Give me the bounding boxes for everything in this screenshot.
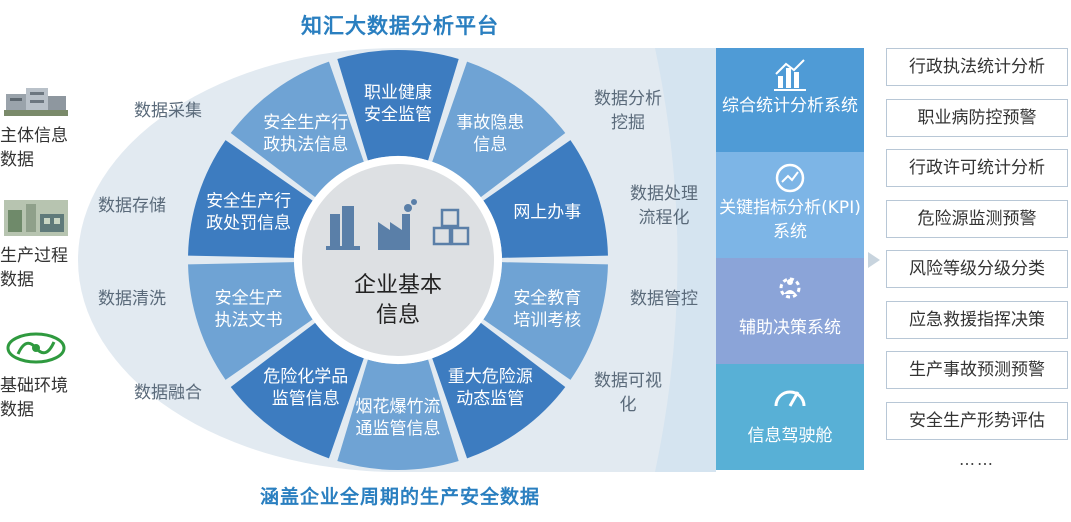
process-label: 数据存储 bbox=[98, 196, 166, 216]
segment-5[interactable] bbox=[337, 359, 459, 470]
building-photo-icon bbox=[4, 88, 68, 116]
boxes-icon bbox=[432, 208, 470, 246]
system-label: 信息驾驶舱 bbox=[747, 426, 833, 446]
kpi-gauge-icon bbox=[775, 163, 805, 193]
system-label: 关键指标分析(KPI)系统 bbox=[719, 198, 861, 242]
analysis-item[interactable]: 行政执法统计分析 bbox=[886, 48, 1068, 86]
segment-label: 执法文书 bbox=[215, 311, 283, 331]
segment-label: 重大危险源 bbox=[448, 367, 533, 387]
speedometer-icon bbox=[774, 390, 806, 407]
source-item: 生产过程数据 bbox=[0, 200, 80, 292]
segment-label: 政执法信息 bbox=[263, 135, 348, 155]
segment-label: 政处罚信息 bbox=[206, 213, 291, 233]
system-block[interactable]: 关键指标分析(KPI)系统 bbox=[716, 152, 864, 258]
segment-label: 监管信息 bbox=[272, 389, 340, 409]
segment-6[interactable] bbox=[230, 322, 364, 459]
system-block[interactable]: 综合统计分析系统 bbox=[716, 48, 864, 152]
more-indicator: …… bbox=[959, 450, 995, 469]
segment-label: 烟花爆竹流 bbox=[356, 397, 441, 417]
segment-0[interactable] bbox=[337, 50, 459, 161]
system-block[interactable]: 信息驾驶舱 bbox=[716, 364, 864, 470]
process-label: 挖掘 bbox=[611, 113, 645, 133]
analysis-item[interactable]: 风险等级分级分类 bbox=[886, 250, 1068, 288]
process-label: 数据管控 bbox=[630, 289, 698, 309]
segment-label: 事故隐患 bbox=[456, 113, 524, 133]
factory-icon bbox=[378, 199, 417, 250]
source-label: 生产过程数据 bbox=[0, 246, 68, 290]
source-item: 基础环境数据 bbox=[0, 330, 80, 422]
process-label: 数据可视 bbox=[594, 371, 662, 391]
segment-label: 安全教育 bbox=[513, 289, 581, 309]
segment-label: 职业健康 bbox=[364, 83, 432, 103]
segment-label: 危险化学品 bbox=[263, 367, 348, 387]
segment-4[interactable] bbox=[432, 322, 566, 459]
page-title: 知汇大数据分析平台 bbox=[301, 14, 499, 38]
source-label: 基础环境数据 bbox=[0, 376, 68, 420]
analysis-item[interactable]: 行政许可统计分析 bbox=[886, 149, 1068, 187]
segment-1[interactable] bbox=[432, 61, 566, 198]
segment-2[interactable] bbox=[483, 140, 608, 258]
segment-label: 安全生产行 bbox=[263, 113, 348, 133]
process-label: 数据清洗 bbox=[98, 289, 166, 309]
analysis-item[interactable]: 危险源监测预警 bbox=[886, 199, 1068, 238]
segment-label: 网上办事 bbox=[513, 202, 581, 222]
system-label: 综合统计分析系统 bbox=[722, 96, 858, 116]
decision-gear-icon bbox=[779, 277, 801, 299]
page-subtitle: 涵盖企业全周期的生产安全数据 bbox=[259, 486, 540, 508]
source-item: 主体信息数据 bbox=[0, 80, 80, 172]
analysis-item[interactable]: 生产事故预测预警 bbox=[886, 351, 1068, 389]
factory-photo-icon bbox=[4, 200, 68, 236]
process-label: 化 bbox=[620, 395, 637, 415]
segment-label: 信息 bbox=[473, 135, 507, 155]
systems-panel: 综合统计分析系统 关键指标分析(KPI)系统 辅助决策系统 信息驾驶舱 bbox=[716, 48, 864, 470]
analysis-item[interactable]: 安全生产形势评估 bbox=[886, 401, 1068, 440]
segment-label: 安全监管 bbox=[364, 105, 432, 125]
process-label: 数据分析 bbox=[594, 89, 662, 109]
segment-label: 动态监管 bbox=[456, 389, 524, 409]
segment-label: 安全生产 bbox=[215, 289, 283, 309]
segment-7[interactable] bbox=[188, 262, 313, 380]
system-label: 辅助决策系统 bbox=[739, 318, 841, 338]
center-label: 企业基本 bbox=[354, 273, 442, 298]
environment-logo-icon bbox=[6, 332, 66, 364]
segment-9[interactable] bbox=[230, 61, 364, 198]
segment-label: 安全生产行 bbox=[206, 191, 291, 211]
bar-chart-icon bbox=[774, 59, 806, 91]
segment-3[interactable] bbox=[483, 262, 608, 380]
process-label: 流程化 bbox=[639, 208, 690, 228]
process-label: 数据处理 bbox=[630, 184, 698, 204]
system-block[interactable]: 辅助决策系统 bbox=[716, 258, 864, 364]
analysis-item[interactable]: 应急救援指挥决策 bbox=[886, 300, 1068, 339]
building-icon bbox=[326, 206, 360, 250]
segment-label: 通监管信息 bbox=[356, 419, 441, 439]
process-label: 数据采集 bbox=[134, 101, 202, 121]
center-label: 信息 bbox=[376, 303, 420, 328]
segment-8[interactable] bbox=[188, 140, 313, 258]
source-label: 主体信息数据 bbox=[0, 126, 68, 170]
arrow-right-icon bbox=[868, 252, 880, 268]
analysis-list: 行政执法统计分析 职业病防控预警 行政许可统计分析 危险源监测预警 风险等级分级… bbox=[886, 48, 1068, 468]
segment-label: 培训考核 bbox=[513, 311, 581, 331]
analysis-item[interactable]: 职业病防控预警 bbox=[886, 98, 1068, 137]
connector-band bbox=[655, 48, 716, 472]
process-label: 数据融合 bbox=[134, 383, 202, 403]
